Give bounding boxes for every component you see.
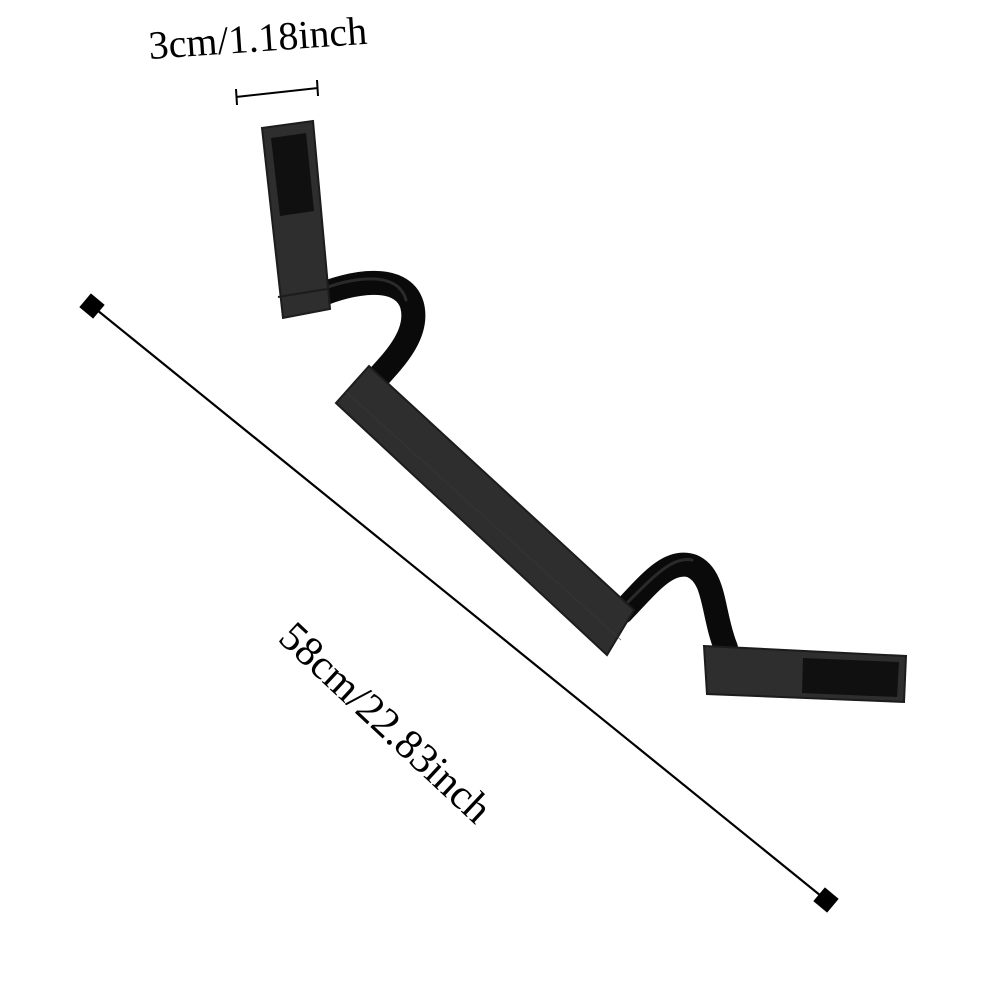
foam-tube-upper bbox=[306, 270, 426, 396]
velcro-patch-lower bbox=[802, 658, 899, 697]
strap-end-upper bbox=[260, 119, 332, 320]
strap-end-lower bbox=[702, 644, 908, 704]
foam-tube-lower bbox=[610, 552, 738, 660]
length-dimension-line bbox=[79, 293, 839, 913]
velcro-patch-upper bbox=[271, 133, 314, 216]
width-dimension-bracket bbox=[235, 79, 319, 106]
strap-middle bbox=[334, 364, 636, 657]
